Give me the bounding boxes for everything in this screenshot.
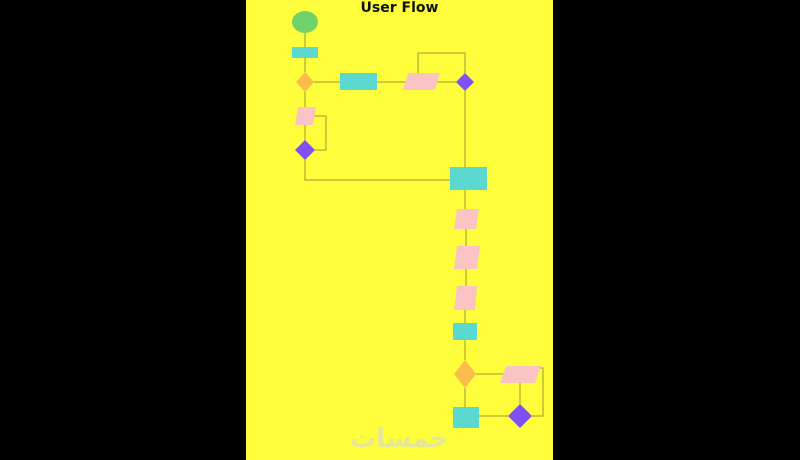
io-node[interactable]	[454, 246, 480, 269]
process-node[interactable]	[340, 73, 377, 90]
io-node[interactable]	[454, 209, 479, 229]
start-node[interactable]	[292, 11, 318, 33]
connector-main	[464, 91, 467, 407]
connector-loop-left	[312, 115, 327, 151]
check-node[interactable]	[456, 73, 474, 91]
process-node[interactable]	[453, 323, 477, 340]
diagram-title: User Flow	[360, 0, 439, 16]
watermark: خمسات	[350, 424, 449, 454]
connector-loop-top	[417, 52, 466, 73]
decision-node[interactable]	[454, 360, 476, 388]
io-node[interactable]	[500, 366, 541, 383]
decision-node[interactable]	[296, 72, 314, 92]
process-node[interactable]	[453, 407, 479, 428]
connectors	[304, 33, 544, 417]
process-node[interactable]	[450, 167, 487, 190]
io-node[interactable]	[454, 286, 477, 310]
io-node[interactable]	[295, 107, 316, 125]
check-node[interactable]	[295, 140, 315, 160]
io-node[interactable]	[403, 73, 440, 90]
check-node[interactable]	[508, 404, 532, 428]
process-node[interactable]	[292, 47, 318, 58]
connector-bottom	[476, 367, 544, 417]
diagram-canvas	[246, 0, 553, 460]
connector-left	[304, 33, 450, 181]
